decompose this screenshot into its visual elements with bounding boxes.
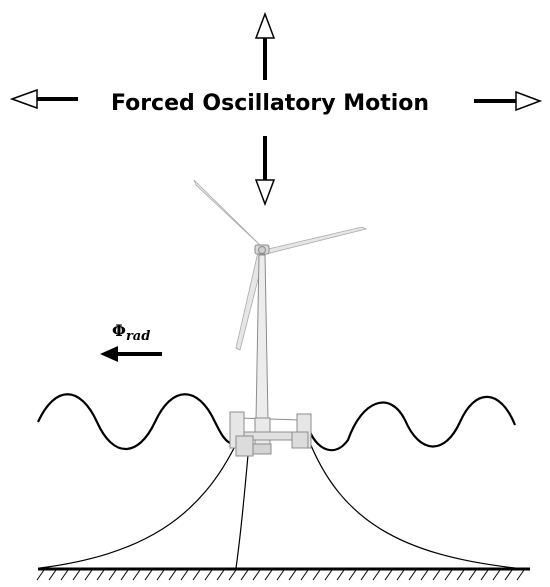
seabed-hatch — [312, 569, 321, 581]
seabed-hatch — [444, 569, 453, 581]
seabed-hatch — [96, 569, 105, 581]
motion-title: Forced Oscillatory Motion — [111, 91, 429, 116]
seabed-hatch — [216, 569, 225, 581]
seabed-icon — [36, 567, 530, 581]
seabed-hatch — [264, 569, 273, 581]
left-wave — [37, 393, 231, 450]
seabed-hatch — [504, 569, 513, 581]
motion-arrow-right-icon — [474, 90, 543, 112]
seabed-hatch — [228, 569, 237, 581]
seabed-hatch — [468, 569, 477, 581]
wind-turbine — [193, 179, 368, 421]
platform-base-center — [252, 443, 272, 455]
seabed-hatch — [132, 569, 141, 581]
seabed-hatch — [156, 569, 165, 581]
turbine-blade-upper — [193, 179, 264, 249]
seabed-hatch — [192, 569, 201, 581]
seabed-hatch — [384, 569, 393, 581]
floating-platform — [229, 411, 312, 457]
seabed-hatch — [204, 569, 213, 581]
motion-arrow-down-icon — [254, 136, 276, 207]
seabed-hatch — [240, 569, 249, 581]
platform-base-left — [235, 435, 254, 457]
turbine-hub — [258, 246, 266, 254]
motion-arrow-up-icon — [254, 11, 276, 80]
seabed-hatch — [252, 569, 261, 581]
seabed-hatch — [108, 569, 117, 581]
seabed-hatch — [84, 569, 93, 581]
seabed-hatch — [120, 569, 129, 581]
seabed-hatch — [492, 569, 501, 581]
seabed-hatch — [396, 569, 405, 581]
seabed-hatch — [516, 569, 525, 581]
seabed-hatch — [456, 569, 465, 581]
phi-symbol: Φ — [112, 321, 126, 340]
seabed-hatch — [36, 569, 45, 581]
seabed-hatch — [372, 569, 381, 581]
right-wave — [308, 395, 517, 452]
seabed-hatch — [276, 569, 285, 581]
seabed-hatch — [324, 569, 333, 581]
seabed-hatch — [60, 569, 69, 581]
radiation-arrow-icon — [100, 346, 162, 362]
seabed-hatch — [480, 569, 489, 581]
seabed-hatch — [348, 569, 357, 581]
seabed-hatch — [432, 569, 441, 581]
seabed-hatch — [408, 569, 417, 581]
phi-subscript: rad — [126, 329, 150, 344]
seabed-hatch — [288, 569, 297, 581]
seabed-hatch — [48, 569, 57, 581]
seabed-hatch — [72, 569, 81, 581]
mooring-line-left — [39, 439, 239, 569]
motion-arrow-left-icon — [9, 88, 78, 110]
seabed-hatch — [168, 569, 177, 581]
platform-base-right — [291, 431, 309, 449]
radiation-potential-label: Φrad — [112, 321, 150, 344]
mooring-line-right — [307, 437, 516, 569]
seabed-hatch — [180, 569, 189, 581]
seabed-hatch — [360, 569, 369, 581]
mooring-line-center — [235, 454, 249, 569]
seabed-hatch — [300, 569, 309, 581]
seabed-hatch — [336, 569, 345, 581]
svg-text:Φrad: Φrad — [112, 321, 150, 344]
turbine-blade-right — [263, 226, 368, 255]
seabed-hatch — [144, 569, 153, 581]
seabed-hatch — [420, 569, 429, 581]
